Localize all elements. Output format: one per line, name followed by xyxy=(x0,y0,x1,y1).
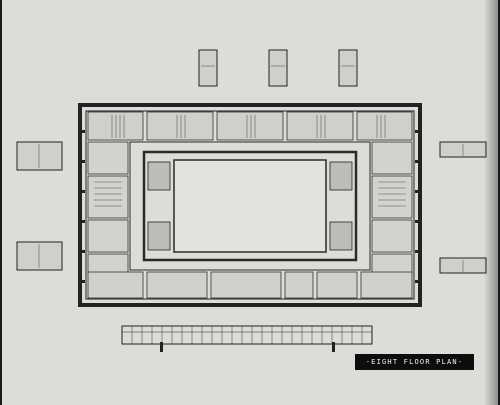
detail-plans-top xyxy=(198,49,358,87)
circulation-cores xyxy=(147,161,353,251)
elevation-strip xyxy=(121,325,373,345)
top-wing-rooms xyxy=(87,111,413,141)
perimeter-piers xyxy=(82,130,418,283)
sheet-edge-shadow xyxy=(484,0,498,405)
detail-plans-side xyxy=(16,141,487,274)
elevation-strip-posts xyxy=(160,342,335,352)
detail-plans-side-lines xyxy=(38,144,464,272)
bottom-wing-rooms xyxy=(87,271,413,299)
elevation-strip-mullions xyxy=(131,326,363,344)
courtyard xyxy=(173,159,327,253)
corridor-ring xyxy=(129,141,371,271)
building-footprint xyxy=(78,103,422,307)
top-wing-stair-hatching xyxy=(111,115,386,138)
side-wing-rooms xyxy=(87,141,413,275)
plan-title-label: -EIGHT FLOOR PLAN- xyxy=(355,354,474,370)
side-wing-hatching xyxy=(94,181,406,207)
